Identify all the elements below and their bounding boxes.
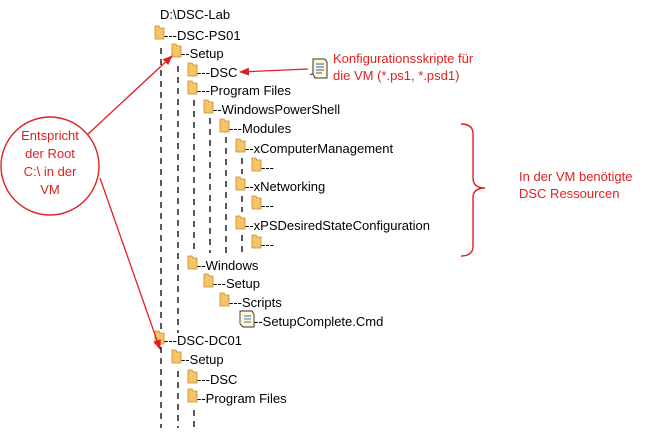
tree-node-scripts: ---Scripts bbox=[219, 292, 282, 310]
tree-node-dc01-dsc: ---DSC bbox=[187, 369, 237, 387]
tree-node-label: ---DSC bbox=[197, 65, 237, 80]
tree-node-label: --Windows bbox=[197, 258, 259, 273]
resources-note-line-1: In der VM benötigte bbox=[519, 169, 632, 184]
folder-icon bbox=[154, 25, 165, 40]
resources-note-line-2: DSC Ressourcen bbox=[519, 186, 619, 201]
directory-tree: D:\DSC-Lab ---DSC-PS01 --Setup ---DSC ---Pr… bbox=[154, 7, 430, 406]
tree-node-xnetworking: --xNetworking bbox=[235, 176, 325, 194]
tree-root-label: D:\DSC-Lab bbox=[160, 7, 230, 22]
folder-icon bbox=[235, 138, 246, 153]
folder-icon bbox=[251, 234, 262, 249]
tree-node-ps01-dsc: ---DSC bbox=[187, 62, 237, 80]
tree-node-xcm-child: --- bbox=[251, 157, 274, 175]
root-note-line-2: der Root bbox=[25, 146, 75, 161]
tree-node-modules: ---Modules bbox=[219, 118, 292, 136]
tree-node-xcomputermanagement: --xComputerManagement bbox=[235, 138, 394, 156]
tree-node-label: --WindowsPowerShell bbox=[213, 102, 340, 117]
tree-node-label: --Setup bbox=[181, 46, 224, 61]
folder-icon bbox=[187, 80, 198, 95]
folder-icon bbox=[187, 388, 198, 403]
tree-node-xpsdsc: --xPSDesiredStateConfiguration bbox=[235, 215, 430, 233]
root-arrow-dc01 bbox=[99, 177, 161, 350]
config-arrow bbox=[239, 67, 309, 76]
config-note-line-1: Konfigurationsskripte für bbox=[333, 51, 474, 66]
tree-node-dc01-setup: --Setup bbox=[171, 349, 224, 367]
tree-node-xnet-child: --- bbox=[251, 195, 274, 213]
script-file-icon bbox=[239, 310, 255, 328]
folder-icon bbox=[171, 349, 182, 364]
tree-node-label: ---Modules bbox=[229, 121, 292, 136]
root-note-line-3: C:\ in der bbox=[24, 164, 77, 179]
tree-node-setupcomplete: --SetupComplete.Cmd bbox=[239, 310, 383, 329]
tree-node-label: ---Program Files bbox=[197, 83, 291, 98]
config-note: Konfigurationsskripte für die VM (*.ps1,… bbox=[333, 51, 474, 83]
tree-node-program-files: ---Program Files bbox=[187, 80, 291, 98]
tree-node-label: ---Scripts bbox=[229, 295, 282, 310]
folder-icon bbox=[219, 118, 230, 133]
folder-icon bbox=[171, 43, 182, 58]
tree-node-label: --- bbox=[261, 160, 274, 175]
root-arrow-ps01 bbox=[86, 55, 173, 136]
resources-note: In der VM benötigte DSC Ressourcen bbox=[519, 169, 632, 201]
resources-bracket bbox=[460, 123, 486, 257]
tree-node-label: ---DSC bbox=[197, 372, 237, 387]
tree-node-label: --- bbox=[261, 198, 274, 213]
root-note-line-1: Entspricht bbox=[21, 128, 79, 143]
tree-node-label: ---DSC-DC01 bbox=[164, 333, 242, 348]
tree-node-windows: --Windows bbox=[187, 255, 259, 273]
tree-node-label: --SetupComplete.Cmd bbox=[254, 314, 383, 329]
tree-node-label: --xPSDesiredStateConfiguration bbox=[245, 218, 430, 233]
tree-node-label: --Program Files bbox=[197, 391, 287, 406]
tree-node-xpsdsc-child: --- bbox=[251, 234, 274, 252]
tree-node-dc01-program-files: --Program Files bbox=[187, 388, 287, 406]
tree-node-dsc-dc01: ---DSC-DC01 bbox=[154, 330, 242, 348]
root-note-circle bbox=[0, 116, 100, 216]
folder-icon bbox=[251, 195, 262, 210]
config-note-line-2: die VM (*.ps1, *.psd1) bbox=[333, 68, 459, 83]
tree-node-label: --xComputerManagement bbox=[245, 141, 394, 156]
root-note-line-4: VM bbox=[40, 182, 60, 197]
root-note: Entspricht der Root C:\ in der VM bbox=[21, 128, 79, 197]
script-document-icon bbox=[309, 58, 328, 79]
folder-icon bbox=[203, 273, 214, 288]
tree-node-windowspowershell: --WindowsPowerShell bbox=[203, 99, 340, 117]
tree-node-ps01-setup: --Setup bbox=[171, 43, 224, 61]
tree-guide-lines bbox=[160, 48, 243, 428]
folder-icon bbox=[251, 157, 262, 172]
folder-icon bbox=[187, 62, 198, 77]
tree-node-label: --- bbox=[261, 237, 274, 252]
tree-node-dsc-ps01: ---DSC-PS01 bbox=[154, 25, 241, 43]
folder-icon bbox=[203, 99, 214, 114]
folder-icon bbox=[235, 215, 246, 230]
folder-icon bbox=[187, 255, 198, 270]
tree-node-label: ---DSC-PS01 bbox=[164, 28, 241, 43]
tree-node-label: --Setup bbox=[181, 352, 224, 367]
folder-icon bbox=[235, 176, 246, 191]
tree-node-label: --xNetworking bbox=[245, 179, 325, 194]
tree-node-label: ---Setup bbox=[213, 276, 260, 291]
folder-icon bbox=[219, 292, 230, 307]
tree-node-windows-setup: ---Setup bbox=[203, 273, 260, 291]
folder-icon bbox=[187, 369, 198, 384]
